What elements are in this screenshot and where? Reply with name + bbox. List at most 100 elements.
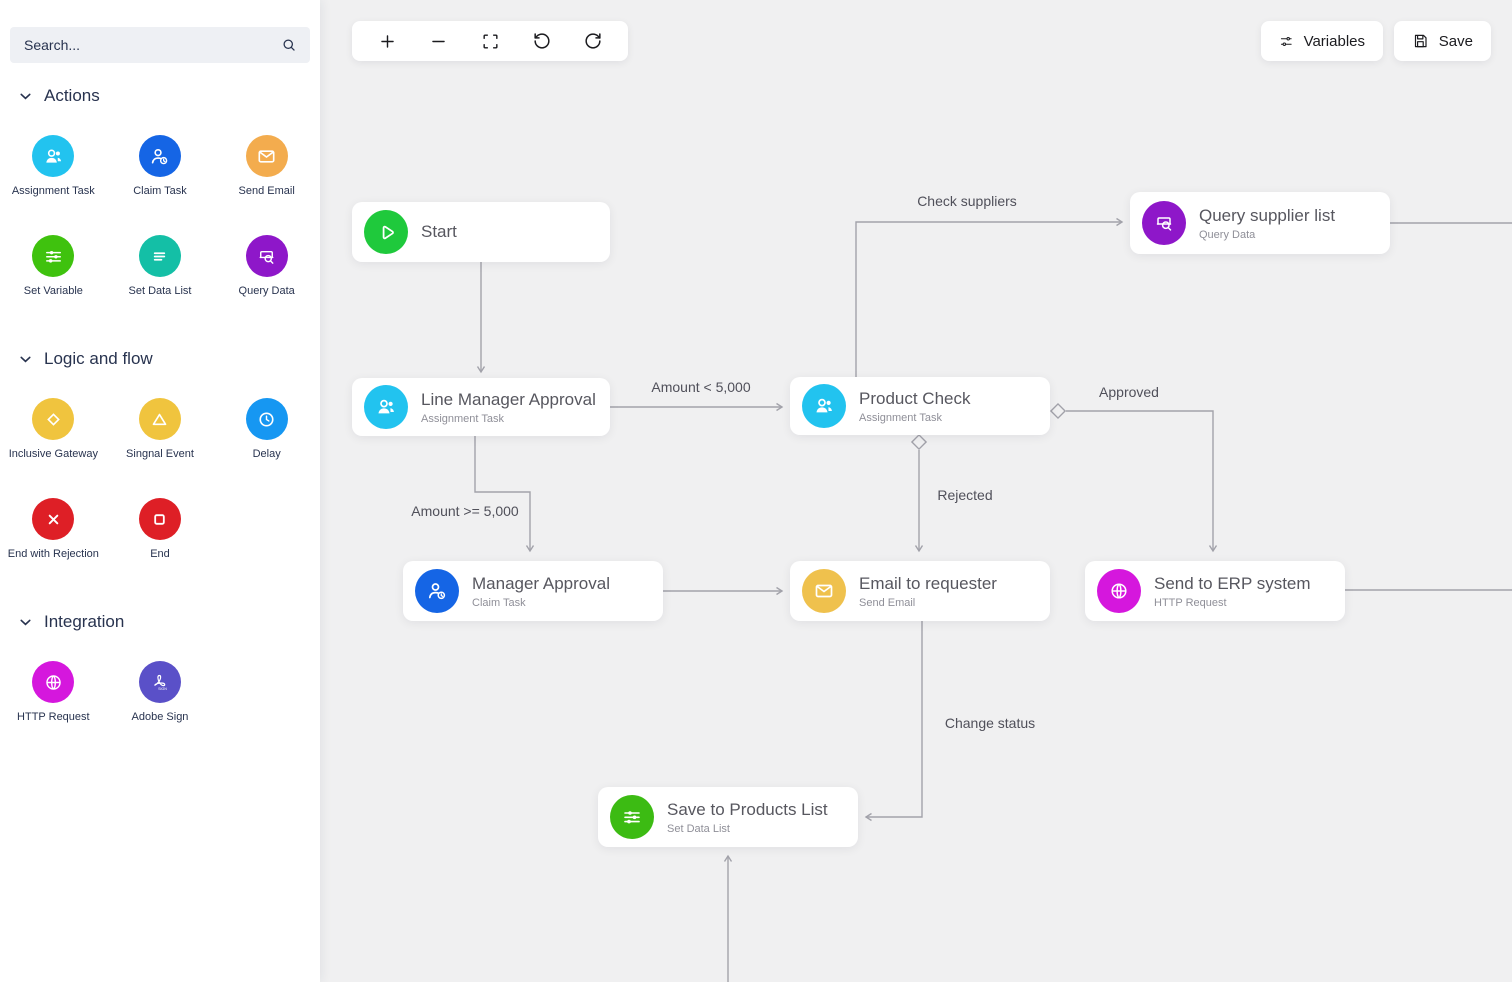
connector-diamond[interactable] (1049, 402, 1067, 420)
node-send-to-erp-system[interactable]: Send to ERP system HTTP Request (1085, 561, 1345, 621)
save-button-label: Save (1438, 32, 1473, 50)
sidebar-item-query-data[interactable]: Query Data (213, 235, 320, 300)
assignment-task-icon (364, 385, 408, 429)
sidebar-item-label: Assignment Task (11, 185, 95, 197)
node-title: Save to Products List (667, 799, 828, 819)
node-start[interactable]: Start (352, 202, 610, 262)
sidebar-item-http-request[interactable]: HTTP Request (0, 661, 107, 726)
sidebar-item-claim-task[interactable]: Claim Task (107, 135, 214, 200)
sidebar-item-signal-event[interactable]: Singnal Event (107, 398, 214, 463)
sliders-icon (1280, 36, 1292, 46)
end-with-rejection-icon (32, 498, 75, 540)
node-title: Start (421, 222, 457, 241)
zoom-in-icon[interactable] (374, 28, 400, 54)
section-title: Integration (44, 612, 125, 631)
sidebar-item-set-variable[interactable]: Set Variable (0, 235, 107, 300)
delay-icon (245, 398, 288, 440)
signal-event-icon (138, 398, 181, 440)
sidebar-item-label: Send Email (238, 185, 295, 197)
workflow-canvas[interactable]: Variables Save Check suppliers Amount < … (320, 0, 1512, 982)
node-email-to-requester[interactable]: Email to requester Send Email (790, 561, 1050, 621)
undo-icon[interactable] (529, 28, 555, 54)
node-product-check[interactable]: Product Check Assignment Task (790, 377, 1050, 435)
sidebar-item-send-email[interactable]: Send Email (213, 135, 320, 200)
canvas-toolbar (352, 21, 628, 61)
end-icon (138, 498, 181, 540)
sidebar-item-label: Set Data List (128, 285, 192, 297)
edge-layer (474, 217, 1512, 982)
http-request-icon (1097, 569, 1141, 613)
claim-task-icon (138, 135, 181, 177)
save-button[interactable]: Save (1394, 21, 1491, 61)
zoom-out-icon[interactable] (426, 28, 452, 54)
chevron-down-icon (20, 619, 31, 626)
edge-label-approved: Approved (1099, 384, 1159, 400)
actions-grid: Assignment Task Claim Task Send Email (0, 135, 320, 300)
redo-icon[interactable] (580, 28, 606, 54)
http-request-icon (32, 661, 75, 703)
set-data-list-icon (138, 235, 181, 277)
node-subtitle: Set Data List (667, 822, 730, 835)
node-title: Line Manager Approval (421, 389, 596, 409)
svg-text:SIGN: SIGN (158, 687, 167, 691)
node-manager-approval[interactable]: Manager Approval Claim Task (403, 561, 663, 621)
node-query-supplier-list[interactable]: Query supplier list Query Data (1130, 192, 1390, 254)
play-icon (364, 210, 408, 254)
variables-button[interactable]: Variables (1261, 21, 1383, 61)
connector-diamond[interactable] (910, 433, 928, 451)
adobe-sign-icon: SIGN (138, 661, 181, 703)
sidebar-item-inclusive-gateway[interactable]: Inclusive Gateway (0, 398, 107, 463)
node-title: Manager Approval (472, 573, 610, 593)
sidebar-item-end[interactable]: End (107, 498, 214, 563)
node-title: Send to ERP system (1154, 573, 1311, 593)
section-header-actions[interactable]: Actions (18, 86, 100, 106)
edge-label-change-status: Change status (944, 715, 1036, 731)
assignment-task-icon (32, 135, 75, 177)
sidebar-item-label: Delay (252, 448, 281, 460)
sidebar-item-set-data-list[interactable]: Set Data List (107, 235, 214, 300)
sliders-icon (610, 795, 654, 839)
section-header-logic-and-flow[interactable]: Logic and flow (18, 349, 153, 369)
edge-label-amount-gte-5000: Amount >= 5,000 (411, 503, 519, 519)
search-box[interactable] (10, 27, 310, 63)
logic-grid: Inclusive Gateway Singnal Event Delay (0, 398, 320, 563)
node-title: Email to requester (859, 573, 997, 593)
edge-product-check-to-query-supplier (855, 217, 1124, 377)
section-title: Logic and flow (44, 349, 153, 368)
node-subtitle: Assignment Task (421, 412, 504, 425)
query-data-icon (1142, 201, 1186, 245)
edge-line-manager-to-manager-approval (474, 436, 535, 553)
node-save-to-products-list[interactable]: Save to Products List Set Data List (598, 787, 858, 847)
edge-product-check-to-erp (1066, 410, 1218, 553)
edge-label-check-suppliers: Check suppliers (917, 193, 1017, 209)
save-icon (1414, 34, 1427, 48)
node-title: Query supplier list (1199, 205, 1336, 225)
sidebar-item-end-with-rejection[interactable]: End with Rejection (0, 498, 107, 563)
sidebar-item-label: Inclusive Gateway (8, 448, 98, 460)
sidebar-item-assignment-task[interactable]: Assignment Task (0, 135, 107, 200)
sidebar-item-label: End (150, 548, 170, 560)
sidebar-item-label: HTTP Request (17, 711, 90, 723)
sidebar-item-label: End with Rejection (7, 548, 99, 560)
section-header-integration[interactable]: Integration (18, 612, 124, 632)
sidebar-item-label: Query Data (238, 285, 295, 297)
sidebar-item-delay[interactable]: Delay (213, 398, 320, 463)
chevron-down-icon (20, 356, 31, 363)
section-title: Actions (44, 86, 100, 105)
node-subtitle: HTTP Request (1154, 596, 1227, 609)
edge-email-to-save-products (864, 621, 923, 822)
search-input[interactable] (22, 36, 280, 54)
node-line-manager-approval[interactable]: Line Manager Approval Assignment Task (352, 378, 610, 436)
sidebar-item-label: Singnal Event (126, 448, 194, 460)
send-email-icon (245, 135, 288, 177)
sidebar-item-adobe-sign[interactable]: SIGN Adobe Sign (107, 661, 214, 726)
set-variable-icon (32, 235, 75, 277)
claim-task-icon (415, 569, 459, 613)
inclusive-gateway-icon (32, 398, 75, 440)
node-subtitle: Send Email (859, 596, 916, 609)
sidebar-item-label: Adobe Sign (131, 711, 189, 723)
fit-view-icon[interactable] (477, 28, 503, 54)
sidebar-item-label: Claim Task (133, 185, 187, 197)
search-icon (283, 39, 295, 51)
node-subtitle: Assignment Task (859, 411, 942, 424)
